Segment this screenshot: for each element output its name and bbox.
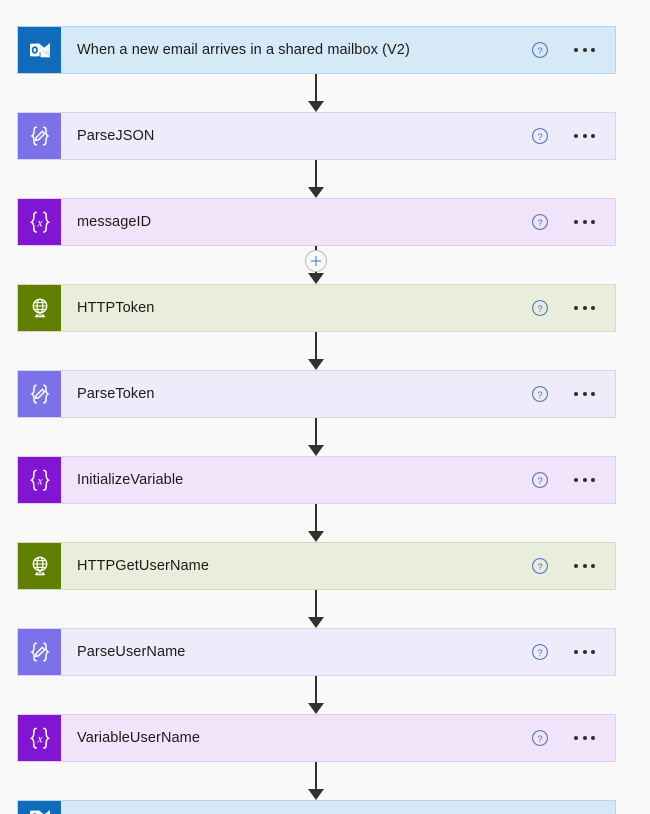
flow-step-body: ParseToken ? — [61, 371, 615, 417]
help-circle-icon[interactable]: ? — [531, 471, 549, 489]
svg-text:?: ? — [537, 648, 542, 659]
ellipsis-icon[interactable] — [570, 128, 599, 144]
flow-step-actions: ? — [531, 213, 605, 231]
flow-step-body: VariableUserName ? — [61, 715, 615, 761]
flow-step-body: When a new email arrives in a shared mai… — [61, 27, 615, 73]
flow-step-body: InitializeVariable ? — [61, 457, 615, 503]
insert-step-button[interactable] — [305, 250, 327, 272]
flow-step-body: messageID ? — [61, 199, 615, 245]
flow-step-title: HTTPToken — [77, 300, 155, 316]
flow-step-title: ParseToken — [77, 386, 155, 402]
flow-connector-arrow — [308, 531, 324, 542]
flow-connector — [315, 762, 317, 790]
svg-text:?: ? — [537, 562, 542, 573]
variable-icon: x — [18, 715, 61, 761]
flow-step-card[interactable]: ParseUserName ? — [17, 628, 616, 676]
flow-connector-arrow — [308, 703, 324, 714]
flow-step-actions: ? — [531, 299, 605, 317]
flow-connector — [315, 590, 317, 618]
flow-connector-arrow — [308, 101, 324, 112]
svg-text:x: x — [36, 217, 43, 229]
flow-connector-arrow — [308, 617, 324, 628]
help-circle-icon[interactable]: ? — [531, 643, 549, 661]
variable-icon: x — [18, 199, 61, 245]
svg-text:?: ? — [537, 476, 542, 487]
flow-step-title: HTTPGetUserName — [77, 558, 210, 574]
flow-step-card[interactable]: HTTPGetUserName ? — [17, 542, 616, 590]
help-circle-icon[interactable]: ? — [531, 127, 549, 145]
variable-icon: x — [18, 457, 61, 503]
flow-step-card[interactable]: When a new email arrives in a shared mai… — [17, 26, 616, 74]
flow-step-actions: ? — [531, 643, 605, 661]
flow-step-title: messageID — [77, 214, 152, 230]
flow-connector — [315, 676, 317, 704]
flow-step-body: HTTPToken ? — [61, 285, 615, 331]
flow-step-body: HTTPGetUserName ? — [61, 543, 615, 589]
flow-step-title: When a new email arrives in a shared mai… — [77, 42, 410, 58]
ellipsis-icon[interactable] — [570, 472, 599, 488]
ellipsis-icon[interactable] — [570, 558, 599, 574]
parse-json-icon — [18, 629, 61, 675]
help-circle-icon[interactable]: ? — [531, 213, 549, 231]
flow-step-title: InitializeVariable — [77, 472, 184, 488]
ellipsis-icon[interactable] — [570, 300, 599, 316]
ellipsis-icon[interactable] — [570, 644, 599, 660]
svg-text:?: ? — [537, 304, 542, 315]
flow-step-card[interactable]: x InitializeVariable ? — [17, 456, 616, 504]
help-circle-icon[interactable]: ? — [531, 41, 549, 59]
svg-text:x: x — [36, 733, 43, 745]
flow-connector — [315, 74, 317, 102]
flow-step-actions: ? — [531, 557, 605, 575]
parse-json-icon — [18, 113, 61, 159]
flow-connector-arrow — [308, 359, 324, 370]
svg-text:x: x — [36, 475, 43, 487]
flow-step-body: ParseUserName ? — [61, 629, 615, 675]
ellipsis-icon[interactable] — [570, 386, 599, 402]
flow-step-card[interactable]: HTTPToken ? — [17, 284, 616, 332]
flow-connector — [315, 160, 317, 188]
flow-step-card[interactable]: x messageID ? — [17, 198, 616, 246]
flow-step-title: ParseUserName — [77, 644, 186, 660]
flow-connector — [315, 418, 317, 446]
svg-text:?: ? — [537, 390, 542, 401]
ellipsis-icon[interactable] — [570, 214, 599, 230]
outlook-icon — [18, 801, 61, 814]
parse-json-icon — [18, 371, 61, 417]
flow-connector-arrow — [308, 273, 324, 284]
svg-text:?: ? — [537, 734, 542, 745]
plus-icon — [310, 255, 322, 267]
help-circle-icon[interactable]: ? — [531, 557, 549, 575]
flow-step-actions: ? — [531, 471, 605, 489]
flow-step-actions: ? — [531, 729, 605, 747]
ellipsis-icon[interactable] — [570, 42, 599, 58]
globe-icon — [18, 285, 61, 331]
help-circle-icon[interactable]: ? — [531, 299, 549, 317]
outlook-icon — [18, 27, 61, 73]
globe-icon — [18, 543, 61, 589]
flow-step-actions: ? — [531, 385, 605, 403]
flow-step-title: VariableUserName — [77, 730, 201, 746]
flow-connector-arrow — [308, 187, 324, 198]
flow-connector-arrow — [308, 445, 324, 456]
svg-text:?: ? — [537, 46, 542, 57]
flow-step-title: ParseJSON — [77, 128, 155, 144]
help-circle-icon[interactable]: ? — [531, 385, 549, 403]
flow-step-card[interactable]: ParseToken ? — [17, 370, 616, 418]
flow-connector — [315, 504, 317, 532]
flow-step-card[interactable]: x VariableUserName ? — [17, 714, 616, 762]
ellipsis-icon[interactable] — [570, 730, 599, 746]
flow-step-body: ParseJSON ? — [61, 113, 615, 159]
flow-step-body — [61, 801, 615, 814]
svg-text:?: ? — [537, 132, 542, 143]
flow-step-actions: ? — [531, 127, 605, 145]
flow-step-actions: ? — [531, 41, 605, 59]
flow-connector-arrow — [308, 789, 324, 800]
flow-connector — [315, 332, 317, 360]
flow-step-card[interactable]: ParseJSON ? — [17, 112, 616, 160]
flow-step-card[interactable] — [17, 800, 616, 814]
help-circle-icon[interactable]: ? — [531, 729, 549, 747]
svg-text:?: ? — [537, 218, 542, 229]
